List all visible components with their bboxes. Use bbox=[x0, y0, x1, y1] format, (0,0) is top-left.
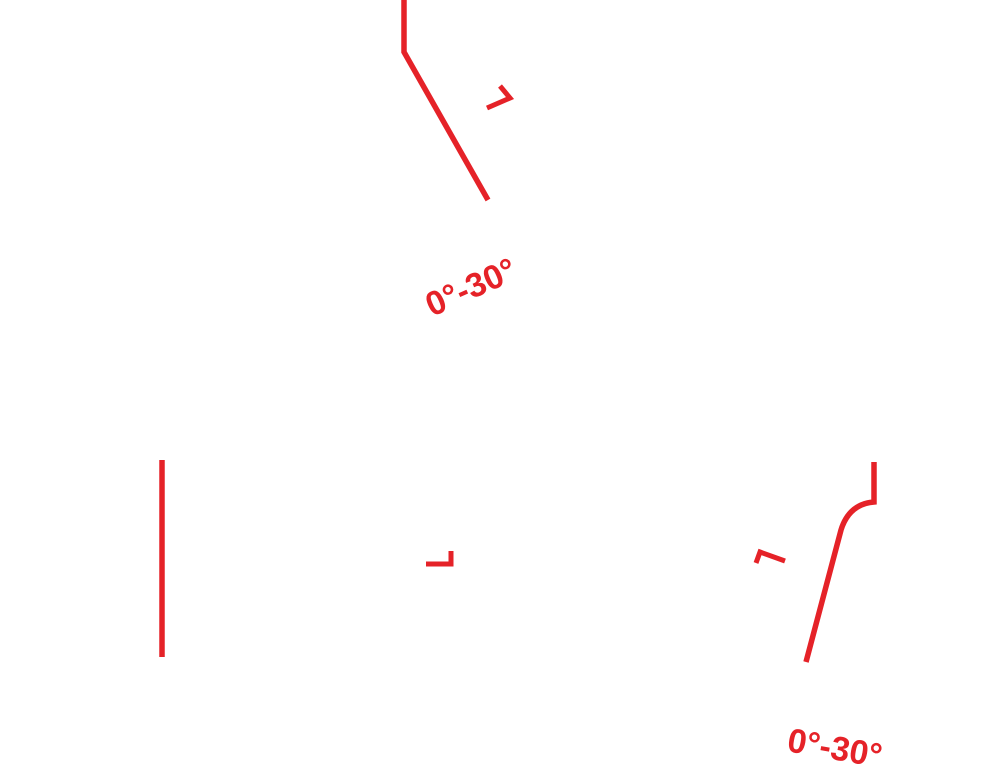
bottom-right-angle-marker bbox=[753, 548, 786, 564]
top-figure: 0°-30° bbox=[401, 0, 522, 324]
bottom-right-angle-label: 0°-30° bbox=[785, 721, 885, 775]
top-angle-marker bbox=[486, 84, 515, 111]
bottom-right-profile-line bbox=[803, 462, 877, 663]
bottom-right-figure: 0°-30° bbox=[753, 462, 885, 775]
bottom-left-angle-marker bbox=[426, 551, 454, 567]
bottom-left-figure bbox=[159, 460, 454, 657]
top-angle-label: 0°-30° bbox=[420, 251, 522, 324]
top-profile-line bbox=[401, 0, 491, 202]
